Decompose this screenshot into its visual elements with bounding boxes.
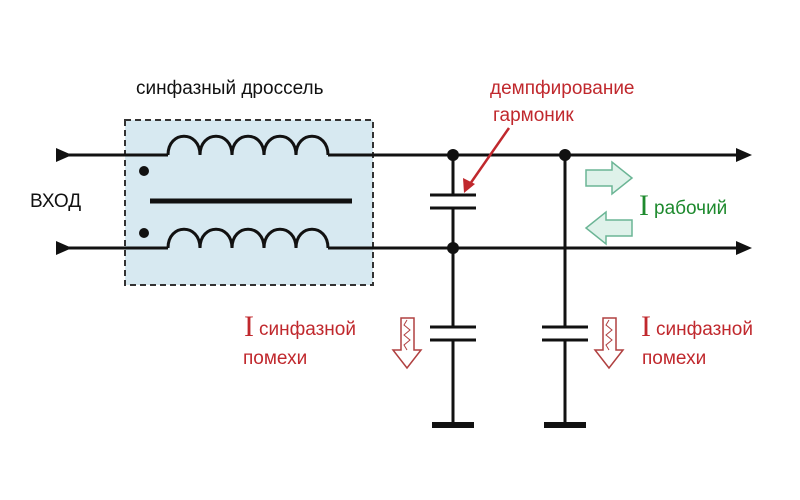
damping-label-line2: гармоник	[493, 105, 574, 126]
cm-noise-right-symbol: I	[641, 310, 651, 343]
junction-dot	[559, 149, 571, 161]
cm-noise-right-label: синфазной	[656, 319, 753, 340]
cm-noise-left-label: синфазной	[259, 319, 356, 340]
working-current-left-arrow-icon	[584, 210, 633, 246]
top-line-output-arrow	[736, 148, 752, 162]
working-current-label: рабочий	[654, 198, 727, 219]
damping-label-line1: демпфирование	[490, 78, 635, 99]
junction-dot	[447, 149, 459, 161]
y-capacitor-left	[430, 248, 476, 425]
top-line	[62, 134, 742, 157]
polarity-dot-top	[139, 166, 149, 176]
working-current-symbol: I	[639, 189, 649, 222]
damping-capacitor	[430, 155, 476, 248]
bottom-line	[62, 227, 742, 250]
polarity-dot-bottom	[139, 228, 149, 238]
damping-pointer-line	[468, 127, 511, 185]
working-current-right-arrow-icon	[585, 160, 634, 196]
damping-pointer-arrow-icon	[463, 178, 475, 193]
choke-label: синфазный дроссель	[136, 78, 324, 99]
cm-noise-right-label-line2: помехи	[642, 348, 706, 369]
cm-noise-right-arrow-icon	[593, 317, 625, 370]
input-label: ВХОД	[30, 191, 81, 212]
cm-noise-left-arrow-icon	[391, 317, 423, 370]
cm-noise-left-symbol: I	[244, 310, 254, 343]
y-capacitor-right	[542, 155, 588, 425]
top-line-input-arrow	[56, 148, 72, 162]
bottom-line-input-arrow	[56, 241, 72, 255]
cm-noise-left-label-line2: помехи	[243, 348, 307, 369]
bottom-line-output-arrow	[736, 241, 752, 255]
